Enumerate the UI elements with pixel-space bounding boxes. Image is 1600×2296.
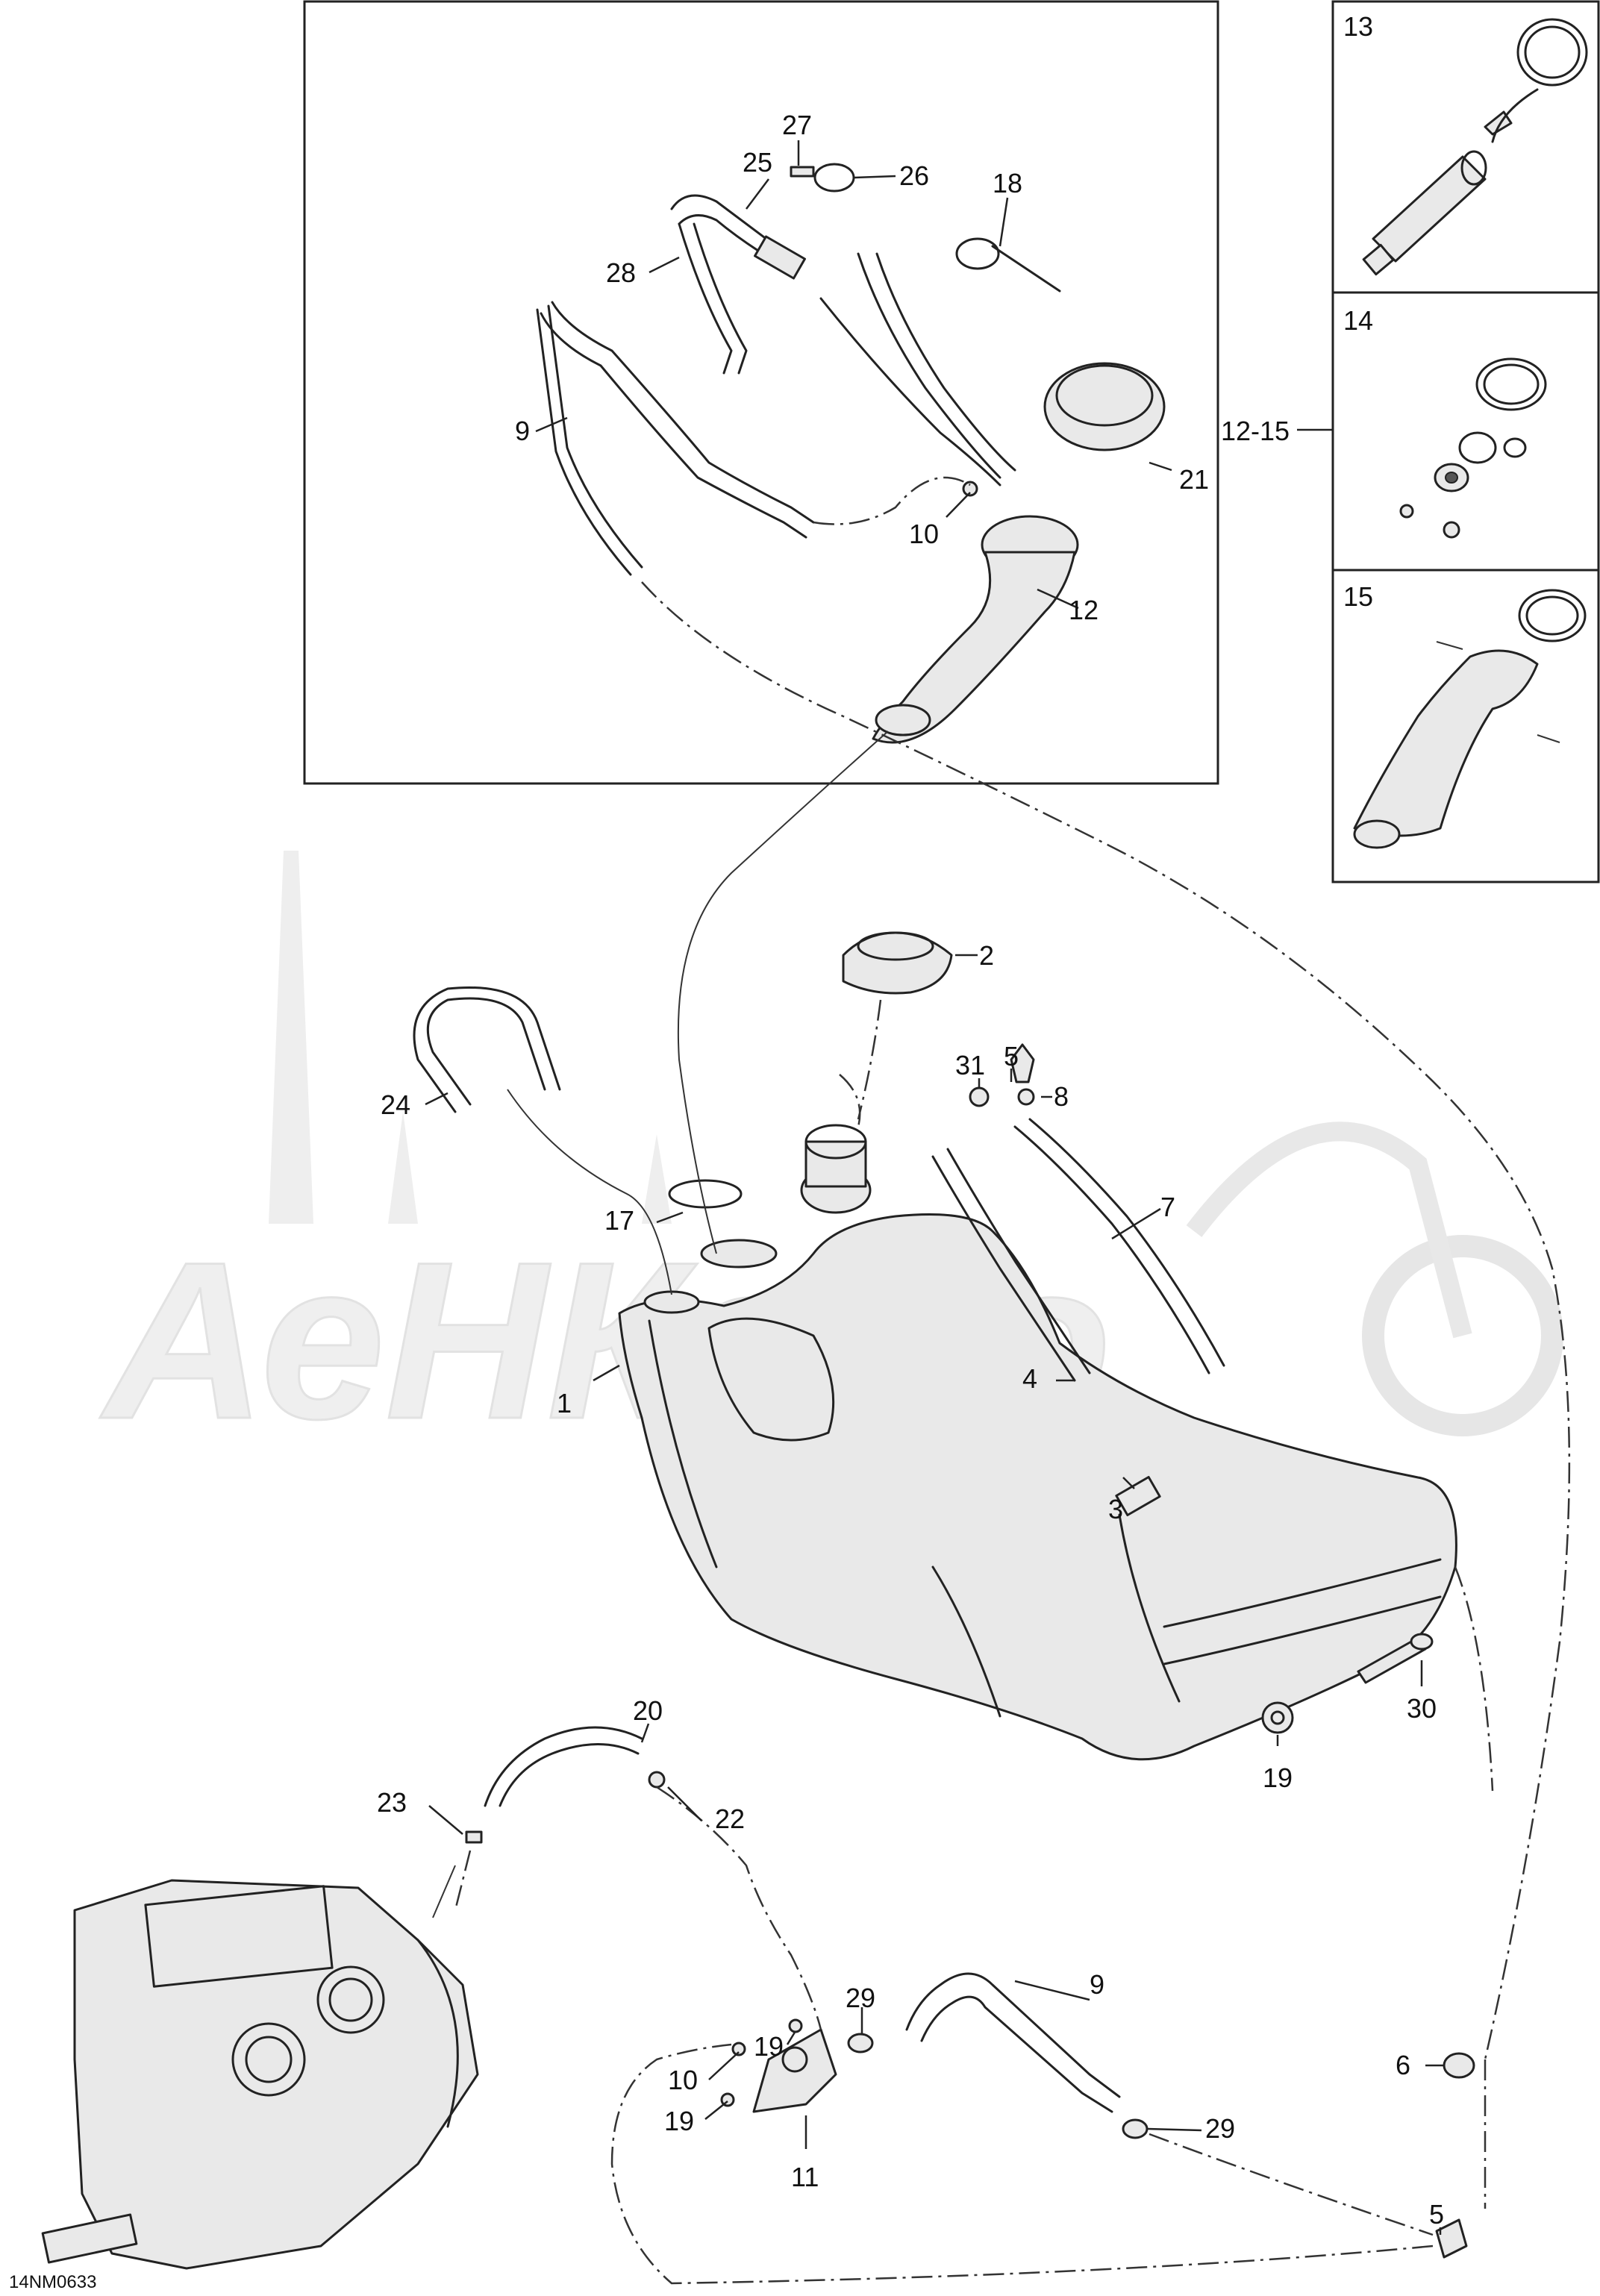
callout-22: 22 [715, 1804, 745, 1834]
inset-14-label: 14 [1343, 305, 1373, 336]
inset-13-label: 13 [1343, 11, 1373, 42]
callout-5-top: 5 [1004, 1041, 1019, 1072]
callout-20: 20 [633, 1695, 663, 1726]
drawing-code: 14NM0633 [9, 2272, 96, 2292]
callout-24: 24 [381, 1089, 410, 1120]
callout-1: 1 [557, 1388, 572, 1418]
callout-19-lower: 19 [664, 2106, 694, 2136]
callout-29-right: 29 [1205, 2113, 1235, 2144]
callout-25: 25 [743, 147, 772, 178]
callout-4: 4 [1022, 1363, 1037, 1394]
callout-17: 17 [604, 1205, 634, 1236]
top-panel-parts [536, 163, 1166, 744]
callout-29-left: 29 [846, 1983, 875, 2013]
inset-panel-13 [1331, 0, 1600, 294]
callout-9-lower: 9 [1090, 1969, 1104, 2000]
inset-panel-15 [1331, 569, 1600, 883]
callout-28: 28 [606, 257, 636, 288]
fuel-tank-assembly [413, 931, 1457, 1761]
callout-10-top: 10 [909, 519, 939, 549]
callout-9-top: 9 [515, 416, 530, 446]
callout-11: 11 [791, 2162, 819, 2192]
callout-labels: 2 1 3 4 5 8 7 31 17 24 30 19 20 22 23 9 … [377, 110, 1444, 2230]
watermark-wheel-icon [1362, 1235, 1563, 1436]
inset-15-label: 15 [1343, 581, 1373, 612]
callout-3: 3 [1108, 1494, 1123, 1524]
callout-7: 7 [1160, 1192, 1175, 1222]
leader-lines [425, 140, 1444, 2235]
connection-lines [432, 581, 1571, 2285]
lower-fuel-lines [41, 1726, 1475, 2270]
watermark-motorcycle-icon [1186, 1122, 1472, 1339]
callout-23: 23 [377, 1787, 407, 1818]
callout-21: 21 [1179, 464, 1209, 495]
inset-13-pump-parts [1362, 18, 1588, 276]
callout-2: 2 [979, 940, 994, 971]
callout-27: 27 [782, 110, 812, 140]
callout-19-tank: 19 [1263, 1762, 1293, 1793]
callout-10-lower: 10 [668, 2065, 698, 2095]
callout-19-upper: 19 [754, 2031, 784, 2062]
callout-31: 31 [955, 1050, 985, 1080]
callout-26: 26 [899, 160, 929, 191]
inset-15-pickup-parts [1353, 589, 1587, 849]
callout-5-bottom: 5 [1429, 2199, 1444, 2230]
watermark-spire-icon [269, 851, 672, 1224]
callout-12-15: 12-15 [1221, 416, 1290, 446]
callout-6: 6 [1396, 2050, 1410, 2080]
detail-top-panel [303, 0, 1219, 785]
callout-12: 12 [1069, 595, 1099, 625]
callout-30: 30 [1407, 1693, 1437, 1724]
inset-14-gasket-parts [1399, 357, 1547, 539]
callout-18: 18 [993, 168, 1022, 198]
callout-8: 8 [1054, 1081, 1069, 1112]
